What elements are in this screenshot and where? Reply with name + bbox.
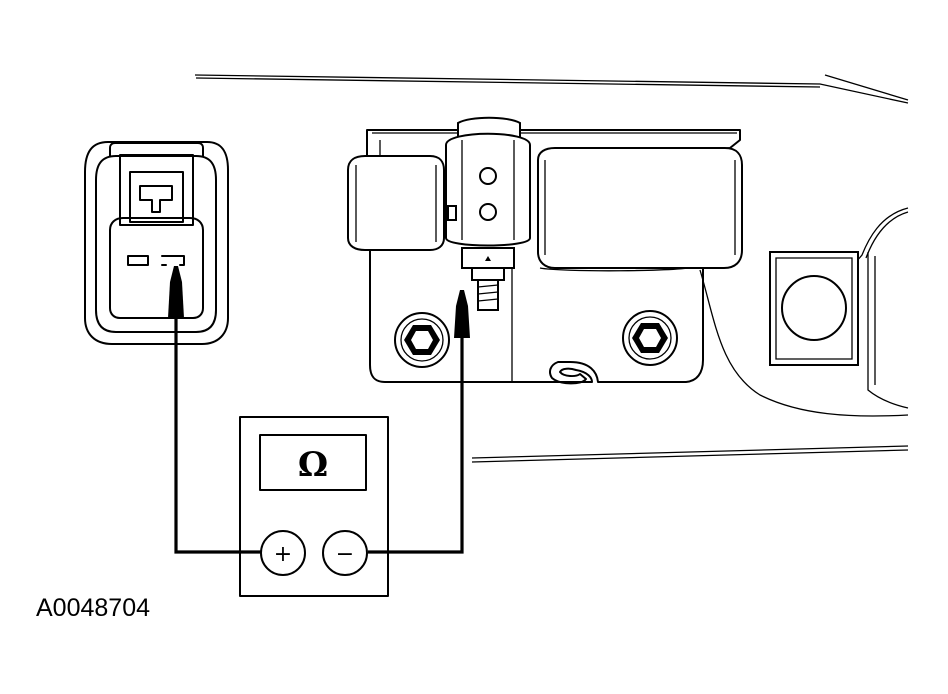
- connector-icon: [84, 141, 229, 345]
- module-connector-cap: [347, 155, 445, 251]
- test-lead-positive: [168, 266, 262, 554]
- figure-id: A0048704: [36, 594, 150, 622]
- negative-terminal-label: −: [336, 542, 354, 567]
- bracket-bolt-left: [394, 312, 450, 368]
- positive-terminal-label: +: [274, 542, 292, 567]
- module-housing: [537, 147, 743, 269]
- meter-display: [259, 434, 367, 491]
- sensor-icon: [445, 116, 531, 311]
- meter-display-symbol: Ω: [298, 445, 328, 485]
- positive-terminal[interactable]: +: [260, 530, 306, 576]
- lamp-socket: [769, 251, 859, 366]
- ohmmeter-icon: Ω + −: [239, 416, 389, 597]
- vehicle-body-panel: [194, 74, 909, 463]
- bracket-bolt-right: [622, 310, 678, 366]
- test-lead-negative: [368, 290, 470, 554]
- negative-terminal[interactable]: −: [322, 530, 368, 576]
